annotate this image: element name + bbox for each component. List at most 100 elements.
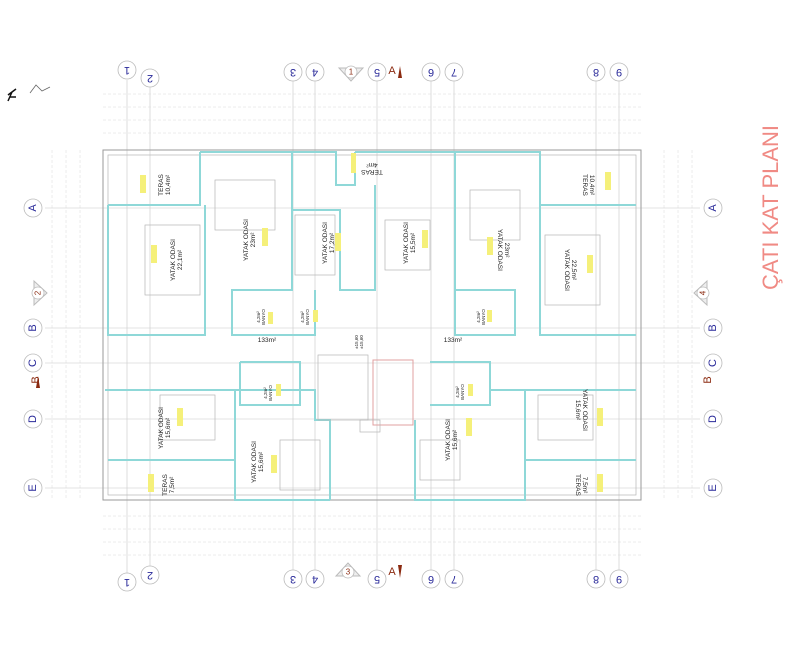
svg-text:17,2m²: 17,2m² bbox=[329, 232, 336, 253]
svg-text:YATAK ODASI: YATAK ODASI bbox=[581, 389, 588, 431]
svg-text:15,6m²: 15,6m² bbox=[165, 417, 172, 438]
svg-text:10,4m²: 10,4m² bbox=[165, 174, 172, 195]
svg-text:±15,60: ±15,60 bbox=[354, 335, 359, 349]
svg-text:4: 4 bbox=[312, 573, 318, 585]
svg-text:BANYO: BANYO bbox=[481, 309, 486, 325]
elevation-mark: ±15,60±15,60 bbox=[354, 335, 364, 349]
section-marker-bottom: 3 bbox=[334, 562, 362, 579]
svg-text:6: 6 bbox=[428, 573, 434, 585]
svg-text:A: A bbox=[707, 204, 719, 212]
svg-text:15,5m²: 15,5m² bbox=[410, 232, 417, 253]
axis-bottom: 1 2 3 4 5 6 7 8 9 3 A bbox=[117, 562, 629, 592]
axis-right: A B C D E 4 B bbox=[693, 198, 723, 498]
svg-text:YATAK ODASI: YATAK ODASI bbox=[445, 419, 452, 461]
svg-text:22,1m²: 22,1m² bbox=[177, 249, 184, 270]
building-outline bbox=[102, 149, 642, 501]
grid-lines bbox=[45, 80, 700, 575]
svg-text:23m²: 23m² bbox=[250, 232, 257, 248]
svg-text:YATAK ODASI: YATAK ODASI bbox=[563, 249, 570, 291]
svg-text:7,5m²: 7,5m² bbox=[169, 476, 176, 493]
axis-left: A B C D E 2 B bbox=[23, 198, 48, 498]
svg-text:BANYO: BANYO bbox=[460, 384, 465, 400]
svg-text:E: E bbox=[27, 484, 39, 491]
svg-text:BANYO: BANYO bbox=[261, 309, 266, 325]
hall-right-area: 133m² bbox=[444, 337, 463, 344]
section-marker-right: 4 bbox=[693, 279, 710, 307]
svg-text:7,5m²: 7,5m² bbox=[581, 477, 588, 494]
svg-text:10,4m²: 10,4m² bbox=[588, 175, 595, 196]
svg-text:1: 1 bbox=[124, 576, 130, 588]
svg-text:±15,60: ±15,60 bbox=[359, 335, 364, 349]
svg-text:15,6m²: 15,6m² bbox=[452, 429, 459, 450]
svg-text:TERAS: TERAS bbox=[158, 174, 165, 196]
north-arrow-icon bbox=[7, 84, 51, 102]
svg-text:15,6m²: 15,6m² bbox=[258, 451, 265, 472]
svg-text:8: 8 bbox=[593, 66, 599, 78]
svg-text:TERAS: TERAS bbox=[361, 168, 383, 175]
section-arrow-b-right: B bbox=[702, 376, 714, 383]
svg-text:22,5m²: 22,5m² bbox=[570, 260, 577, 281]
svg-text:3: 3 bbox=[346, 568, 351, 577]
svg-text:1: 1 bbox=[124, 64, 130, 76]
svg-text:YATAK ODASI: YATAK ODASI bbox=[496, 229, 503, 271]
svg-text:C: C bbox=[707, 359, 719, 367]
furniture bbox=[144, 179, 601, 491]
svg-text:5: 5 bbox=[374, 573, 380, 585]
svg-text:2: 2 bbox=[34, 290, 43, 295]
svg-text:BANYO: BANYO bbox=[305, 309, 310, 325]
svg-text:23m²: 23m² bbox=[503, 243, 510, 259]
svg-text:YATAK ODASI: YATAK ODASI bbox=[158, 407, 165, 449]
svg-text:D: D bbox=[707, 415, 719, 423]
section-arrow-a-top: A bbox=[388, 65, 402, 78]
svg-text:8: 8 bbox=[593, 573, 599, 585]
svg-text:4,2m²: 4,2m² bbox=[300, 311, 305, 323]
yellow-markers bbox=[140, 153, 611, 492]
svg-text:9: 9 bbox=[616, 66, 622, 78]
svg-text:9: 9 bbox=[616, 573, 622, 585]
svg-text:D: D bbox=[27, 415, 39, 423]
svg-text:2: 2 bbox=[147, 72, 153, 84]
svg-text:A: A bbox=[388, 566, 396, 578]
svg-text:1: 1 bbox=[349, 68, 354, 77]
svg-text:B: B bbox=[30, 376, 42, 383]
svg-text:7: 7 bbox=[451, 66, 457, 78]
section-arrow-a-bottom: A bbox=[388, 565, 402, 578]
svg-text:4,2m²: 4,2m² bbox=[455, 386, 460, 398]
svg-text:B: B bbox=[27, 324, 39, 331]
svg-text:BANYO: BANYO bbox=[268, 385, 273, 401]
svg-text:TERAS: TERAS bbox=[581, 174, 588, 196]
svg-text:7: 7 bbox=[451, 573, 457, 585]
svg-text:15,6m²: 15,6m² bbox=[574, 400, 581, 421]
svg-text:YATAK ODASI: YATAK ODASI bbox=[251, 441, 258, 483]
plan-title: ÇATI KAT PLANI bbox=[758, 125, 783, 290]
svg-text:4,2m²: 4,2m² bbox=[256, 311, 261, 323]
svg-text:4,2m²: 4,2m² bbox=[263, 387, 268, 399]
svg-text:4m²: 4m² bbox=[366, 161, 378, 168]
svg-text:3: 3 bbox=[290, 66, 296, 78]
svg-text:4,2m²: 4,2m² bbox=[476, 311, 481, 323]
svg-text:B: B bbox=[707, 324, 719, 331]
section-arrow-b-left: B bbox=[30, 376, 42, 388]
svg-text:TERAS: TERAS bbox=[574, 474, 581, 496]
svg-text:E: E bbox=[707, 484, 719, 491]
svg-text:YATAK ODASI: YATAK ODASI bbox=[170, 239, 177, 281]
svg-text:YATAK ODASI: YATAK ODASI bbox=[403, 222, 410, 264]
svg-text:TERAS: TERAS bbox=[162, 474, 169, 496]
hall-left-area: 133m² bbox=[258, 337, 277, 344]
